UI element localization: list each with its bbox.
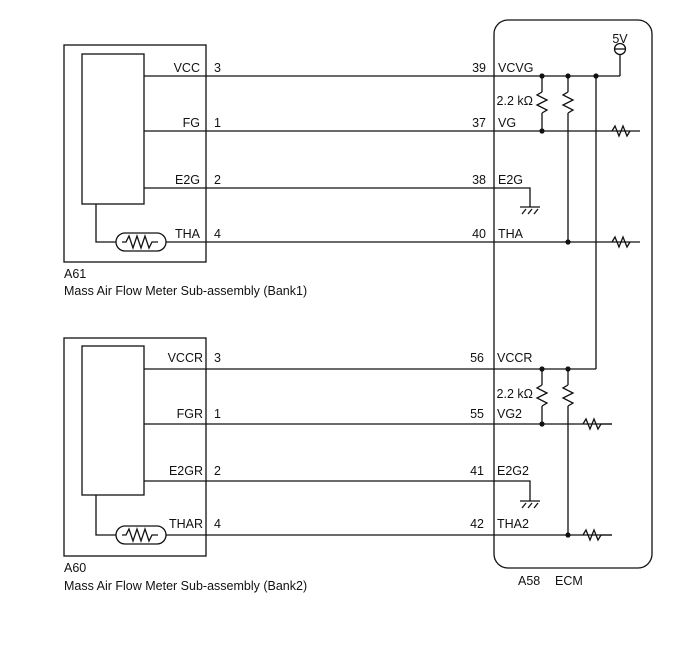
ecm-pin-number-38: 38 — [472, 173, 486, 187]
ecm-pin-label-vcvg: VCVG — [498, 61, 533, 75]
ecm-pin-number-55: 55 — [470, 407, 484, 421]
ecm-input-resistor-tha — [611, 235, 631, 249]
sensor-bank2: VCCR FGR E2GR THAR A60 Mass Air Flow Met… — [63, 337, 307, 593]
sensor-bank1-name: Mass Air Flow Meter Sub-assembly (Bank1) — [64, 284, 307, 298]
pin-label-fg: FG — [183, 116, 200, 130]
ecm-pin-label-tha2: THA2 — [497, 517, 529, 531]
ecm-pin-label-e2g2: E2G2 — [497, 464, 529, 478]
ecm-input-resistor-vg — [611, 124, 631, 138]
ecm-input-resistor-tha2 — [582, 528, 612, 542]
sensor-pin-number-2-bank2: 2 — [214, 464, 221, 478]
ecm-box — [493, 19, 653, 569]
sensor-bank1-inner-box — [81, 53, 145, 205]
resistor-value-label-bank2: 2.2 kΩ — [497, 387, 533, 401]
sensor-bank1: VCC FG E2G THA A61 Mass Air Flow Meter S… — [63, 44, 307, 298]
sensor-pin-number-4-bank2: 4 — [214, 517, 221, 531]
ecm-pin-label-vg: VG — [498, 116, 516, 130]
ecm-pin-label-e2g: E2G — [498, 173, 523, 187]
ecm-name: ECM — [555, 574, 583, 588]
supply-voltage-label: 5V — [612, 32, 628, 46]
ecm-pin-label-vg2: VG2 — [497, 407, 522, 421]
sensor-pin-number-3-bank2: 3 — [214, 351, 221, 365]
ecm-pin-number-56: 56 — [470, 351, 484, 365]
ground-symbol-bank1 — [520, 206, 540, 215]
resistor-vg2-pullup — [535, 384, 549, 407]
ecm-input-resistor-vg2 — [582, 417, 612, 431]
resistor-tha-pullup — [561, 91, 575, 114]
sensor-bank2-name: Mass Air Flow Meter Sub-assembly (Bank2) — [64, 579, 307, 593]
sensor-pin-number-1: 1 — [214, 116, 221, 130]
ecm-pin-number-42: 42 — [470, 517, 484, 531]
sensor-pin-number-3: 3 — [214, 61, 221, 75]
sensor-pin-number-4: 4 — [214, 227, 221, 241]
ecm-pin-label-vccr: VCCR — [497, 351, 532, 365]
resistor-vg-pullup — [535, 91, 549, 114]
ecm-connector-id: A58 — [518, 574, 540, 588]
ground-symbol-bank2 — [520, 500, 540, 509]
resistor-value-label-bank1: 2.2 kΩ — [497, 94, 533, 108]
pin-label-e2g: E2G — [175, 173, 200, 187]
sensor-bank2-outer-box — [63, 337, 207, 557]
sensor-bank1-connector-id: A61 — [64, 267, 86, 281]
pin-label-tha: THA — [175, 227, 201, 241]
pin-label-e2gr: E2GR — [169, 464, 203, 478]
ecm-pin-number-40: 40 — [472, 227, 486, 241]
resistor-tha2-pullup — [561, 384, 575, 407]
pin-label-fgr: FGR — [177, 407, 203, 421]
sensor-pin-number-1-bank2: 1 — [214, 407, 221, 421]
wire-e2g — [206, 187, 531, 207]
pin-label-thar: THAR — [169, 517, 203, 531]
sensor-bank1-outer-box — [63, 44, 207, 263]
supply-5v-symbol — [613, 42, 627, 76]
ecm-pin-number-37: 37 — [472, 116, 486, 130]
sensor-pin-number-2: 2 — [214, 173, 221, 187]
sensor-bank2-inner-box — [81, 345, 145, 496]
pin-label-vcc: VCC — [174, 61, 200, 75]
ecm-pin-label-tha: THA — [498, 227, 524, 241]
wire-e2gr — [206, 480, 531, 501]
ecm-pin-number-39: 39 — [472, 61, 486, 75]
pin-label-vccr: VCCR — [168, 351, 203, 365]
ecm-pin-number-41: 41 — [470, 464, 484, 478]
sensor-bank2-connector-id: A60 — [64, 561, 86, 575]
